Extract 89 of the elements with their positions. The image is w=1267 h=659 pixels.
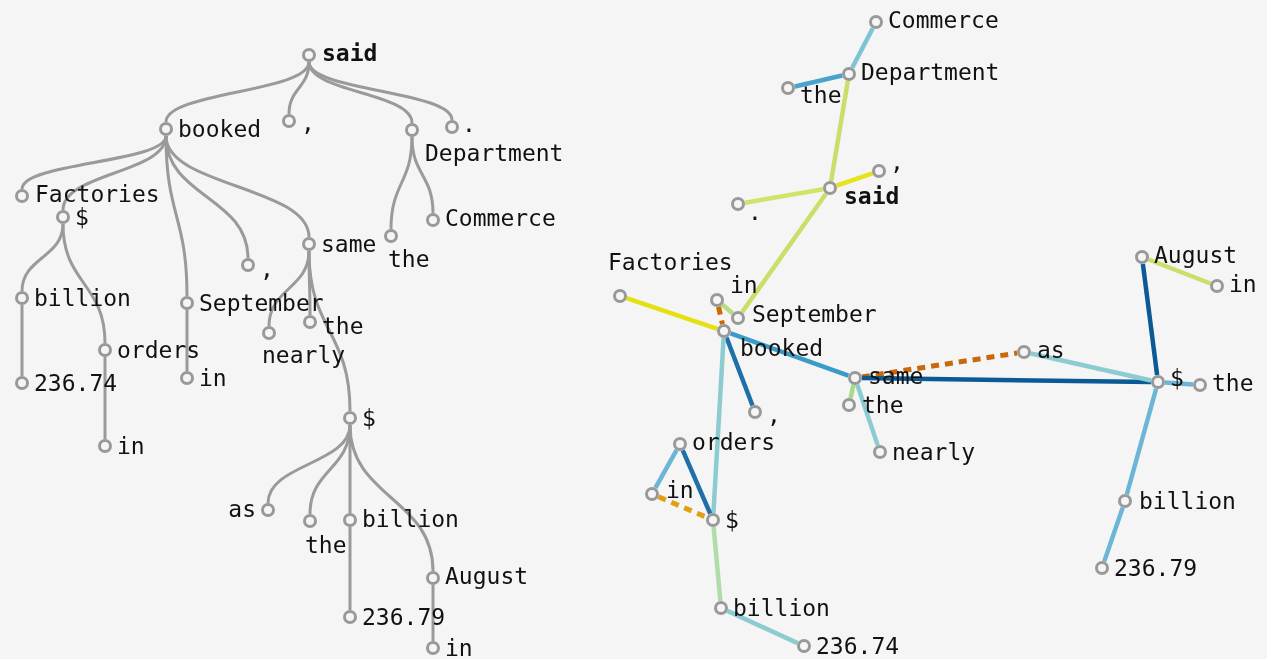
word-label: 236.79	[1114, 555, 1198, 581]
link-line	[711, 526, 723, 602]
word-label: nearly	[892, 439, 976, 465]
link-line	[711, 337, 726, 514]
word-label: in	[199, 365, 227, 391]
word-label: $	[725, 507, 739, 533]
link-line	[794, 73, 843, 89]
link-line	[855, 383, 880, 447]
link-line	[185, 310, 189, 371]
word-label: said	[844, 183, 900, 209]
dashed-link	[716, 306, 725, 325]
word-label: same	[321, 231, 377, 257]
word-label: August	[445, 563, 529, 589]
word-label: ,	[301, 110, 315, 136]
word-label: billion	[1139, 488, 1236, 514]
word-label: as	[1037, 337, 1065, 363]
link-line	[680, 449, 713, 515]
link-line	[410, 136, 435, 214]
word-label: Department	[425, 140, 564, 166]
link-line	[848, 384, 856, 399]
link-line	[1030, 351, 1152, 383]
word-label: $	[75, 204, 89, 230]
link-line	[828, 80, 851, 182]
link-line	[20, 223, 65, 292]
link-line	[850, 27, 875, 69]
link-line	[625, 296, 719, 331]
link-line	[61, 223, 107, 344]
link-line	[348, 527, 352, 610]
word-label: .	[748, 199, 762, 225]
word-label: the	[322, 313, 364, 339]
link-line	[1140, 263, 1160, 376]
link-line	[103, 357, 107, 439]
word-label: billion	[362, 506, 459, 532]
word-label: ,	[767, 402, 781, 428]
link-line	[1102, 506, 1125, 563]
word-label: 236.74	[816, 633, 900, 659]
word-label: in	[666, 477, 694, 503]
link-line	[348, 424, 435, 572]
link-line	[835, 171, 874, 188]
link-line	[308, 424, 352, 515]
link-line	[287, 61, 311, 115]
word-label: ,	[260, 256, 274, 282]
word-label: August	[1154, 242, 1238, 268]
word-label: the	[862, 392, 904, 418]
link-line	[744, 187, 824, 205]
word-label: September	[199, 290, 324, 316]
link-line	[389, 136, 414, 230]
link-line	[20, 305, 24, 376]
word-label: orders	[117, 337, 201, 363]
word-label: in	[1229, 271, 1257, 297]
word-label: orders	[692, 429, 776, 455]
link-line	[653, 449, 679, 489]
word-label: billion	[733, 595, 830, 621]
word-label: said	[322, 40, 378, 66]
word-label: Factories	[608, 249, 733, 275]
word-label: in	[117, 433, 145, 459]
link-line	[1147, 257, 1212, 286]
word-label: Commerce	[445, 205, 556, 231]
link-line	[740, 192, 828, 314]
word-label: in	[445, 635, 473, 659]
link-line	[164, 135, 311, 238]
link-line	[726, 608, 799, 646]
word-label: 236.79	[362, 604, 446, 630]
word-label: 236.74	[34, 370, 118, 396]
word-label: booked	[178, 116, 262, 142]
word-label: Department	[861, 59, 1000, 85]
link-line	[431, 585, 435, 641]
word-label: the	[800, 82, 842, 108]
word-label: Factories	[35, 181, 160, 207]
word-label: Commerce	[888, 7, 999, 33]
word-label: the	[305, 532, 347, 558]
word-label: September	[752, 301, 877, 327]
word-label: the	[388, 246, 430, 272]
dashed-link	[657, 494, 708, 520]
link-line	[861, 375, 1152, 385]
word-label: .	[462, 111, 476, 137]
link-line	[1124, 388, 1159, 495]
link-line	[267, 250, 311, 327]
word-label: as	[228, 496, 256, 522]
word-label: ,	[890, 149, 904, 175]
link-line	[307, 61, 454, 121]
link-line	[724, 336, 755, 407]
link-line	[720, 302, 735, 316]
word-label: nearly	[262, 342, 346, 368]
word-label: the	[1212, 370, 1254, 396]
link-line	[307, 250, 352, 412]
word-label: $	[362, 405, 376, 431]
word-label: in	[730, 272, 758, 298]
word-label: billion	[34, 285, 131, 311]
